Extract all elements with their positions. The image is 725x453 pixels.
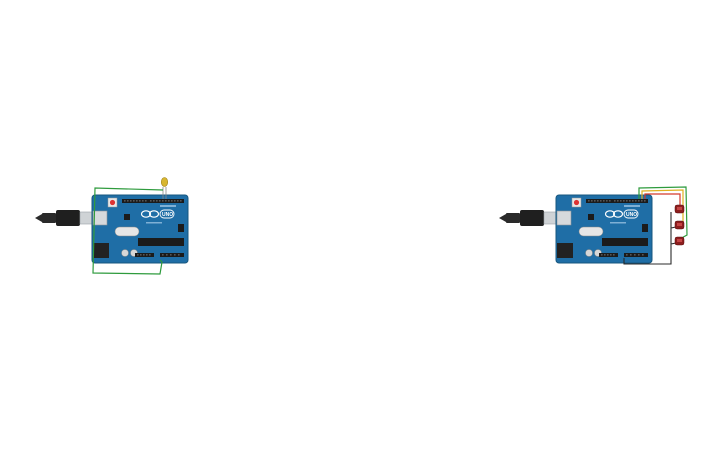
dc-power-jack xyxy=(93,243,109,258)
usb-controller-chip xyxy=(124,214,130,220)
led-2b[interactable] xyxy=(674,220,685,230)
analog-pin-header xyxy=(624,253,648,257)
digital-pin-holes xyxy=(124,200,182,202)
usb-controller-chip xyxy=(588,214,594,220)
icsp-header xyxy=(178,224,184,232)
usb-plug-body xyxy=(56,210,80,226)
led-highlight xyxy=(677,207,682,210)
analog-pin-header xyxy=(160,253,184,257)
atmega-chip xyxy=(602,238,648,246)
icsp-header xyxy=(642,224,648,232)
atmega-chip xyxy=(138,238,184,246)
silkscreen-label xyxy=(160,205,176,207)
arduino-uno-board-2[interactable]: UNO xyxy=(555,194,653,264)
led-highlight xyxy=(677,239,682,242)
bottom-pin-holes xyxy=(137,254,180,256)
arduino-uno-board-1[interactable]: UNO xyxy=(91,194,189,264)
led-body xyxy=(161,177,169,187)
crystal-oscillator xyxy=(578,226,604,237)
led-2c[interactable] xyxy=(674,236,685,246)
green-wire-2[interactable] xyxy=(638,186,688,242)
usb-b-port xyxy=(556,210,572,226)
usb-cable-tip xyxy=(499,214,506,222)
circuit-1: UNO xyxy=(35,177,189,275)
reset-button-cap xyxy=(109,199,116,206)
uno-logo-text: UNO xyxy=(162,212,173,218)
capacitor-1 xyxy=(121,249,129,257)
usb-cable-tip xyxy=(35,214,42,222)
arduino-logo: UNO xyxy=(604,209,639,219)
led-1[interactable] xyxy=(161,177,169,200)
usb-cable-strain-relief xyxy=(506,213,520,223)
circuit-2: UNO xyxy=(499,186,688,265)
silkscreen-label xyxy=(624,205,640,207)
digital-pin-holes xyxy=(588,200,646,202)
dc-power-jack xyxy=(557,243,573,258)
usb-cable-strain-relief xyxy=(42,213,56,223)
arduino-logo: UNO xyxy=(140,209,175,219)
green-wire-1[interactable] xyxy=(92,187,164,275)
usb-cable-2[interactable] xyxy=(499,210,559,226)
reset-button-cap xyxy=(573,199,580,206)
usb-cable-1[interactable] xyxy=(35,210,95,226)
crystal-oscillator xyxy=(114,226,140,237)
bottom-pin-holes xyxy=(601,254,644,256)
capacitor-1 xyxy=(585,249,593,257)
silkscreen-label xyxy=(146,222,162,224)
uno-logo-text: UNO xyxy=(626,212,637,218)
led-highlight xyxy=(677,223,682,226)
led-2a[interactable] xyxy=(674,204,685,214)
usb-b-port xyxy=(92,210,108,226)
usb-plug-body xyxy=(520,210,544,226)
silkscreen-label xyxy=(610,222,626,224)
